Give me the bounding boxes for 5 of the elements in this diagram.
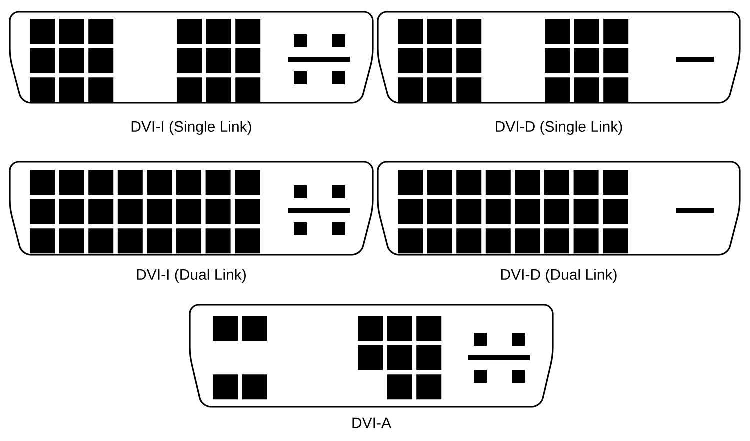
- connector-label: DVI-D (Single Link): [496, 121, 622, 135]
- connector-label: DVI-A: [352, 418, 392, 428]
- connector-label: DVI-I (Dual Link): [137, 269, 246, 283]
- connector-label: DVI-D (Dual Link): [501, 269, 617, 283]
- connector-label: DVI-I (Single Link): [132, 121, 252, 135]
